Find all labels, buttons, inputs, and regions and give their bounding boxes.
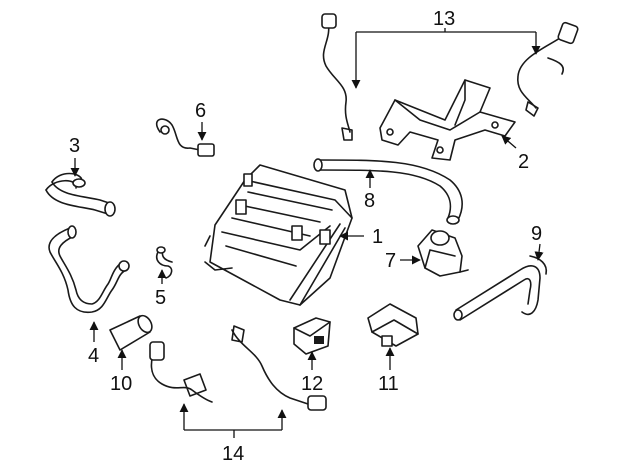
- callout-8: 8: [364, 190, 375, 212]
- leader-9: [534, 243, 544, 261]
- small-hose: [155, 246, 173, 279]
- callout-6: 6: [195, 100, 206, 122]
- leader-2: [501, 135, 517, 149]
- charcoal-canister: [204, 164, 353, 306]
- callout-1: 1: [372, 226, 383, 248]
- callout-10: 10: [110, 373, 132, 395]
- mounting-bracket: [379, 79, 516, 161]
- callout-5: 5: [155, 287, 166, 309]
- callout-2: 2: [518, 151, 529, 173]
- valve-bracket: [293, 317, 331, 355]
- short-vapor-hose: [45, 172, 116, 217]
- callout-7: 7: [385, 250, 396, 272]
- pressure-sensor: [367, 303, 419, 347]
- vent-hose: [313, 158, 463, 225]
- filter: [109, 314, 153, 351]
- long-vapor-hose: [48, 225, 130, 314]
- oxygen-sensors-lower: [149, 325, 327, 411]
- purge-valve: [417, 229, 469, 277]
- callout-3: 3: [69, 135, 80, 157]
- callout-4: 4: [88, 345, 99, 367]
- callout-9: 9: [531, 223, 542, 245]
- callout-13: 13: [433, 8, 455, 30]
- sensor-harness: [155, 118, 215, 157]
- leader-lines: [70, 28, 544, 438]
- callout-14: 14: [222, 443, 244, 465]
- purge-hose: [453, 255, 548, 321]
- callout-12: 12: [301, 373, 323, 395]
- callout-numbers: 1 2 3 4 5 6 7 8 9 10 11 12 13 14: [69, 8, 542, 465]
- oxygen-sensors-upper: [321, 13, 579, 141]
- callout-11: 11: [378, 373, 399, 395]
